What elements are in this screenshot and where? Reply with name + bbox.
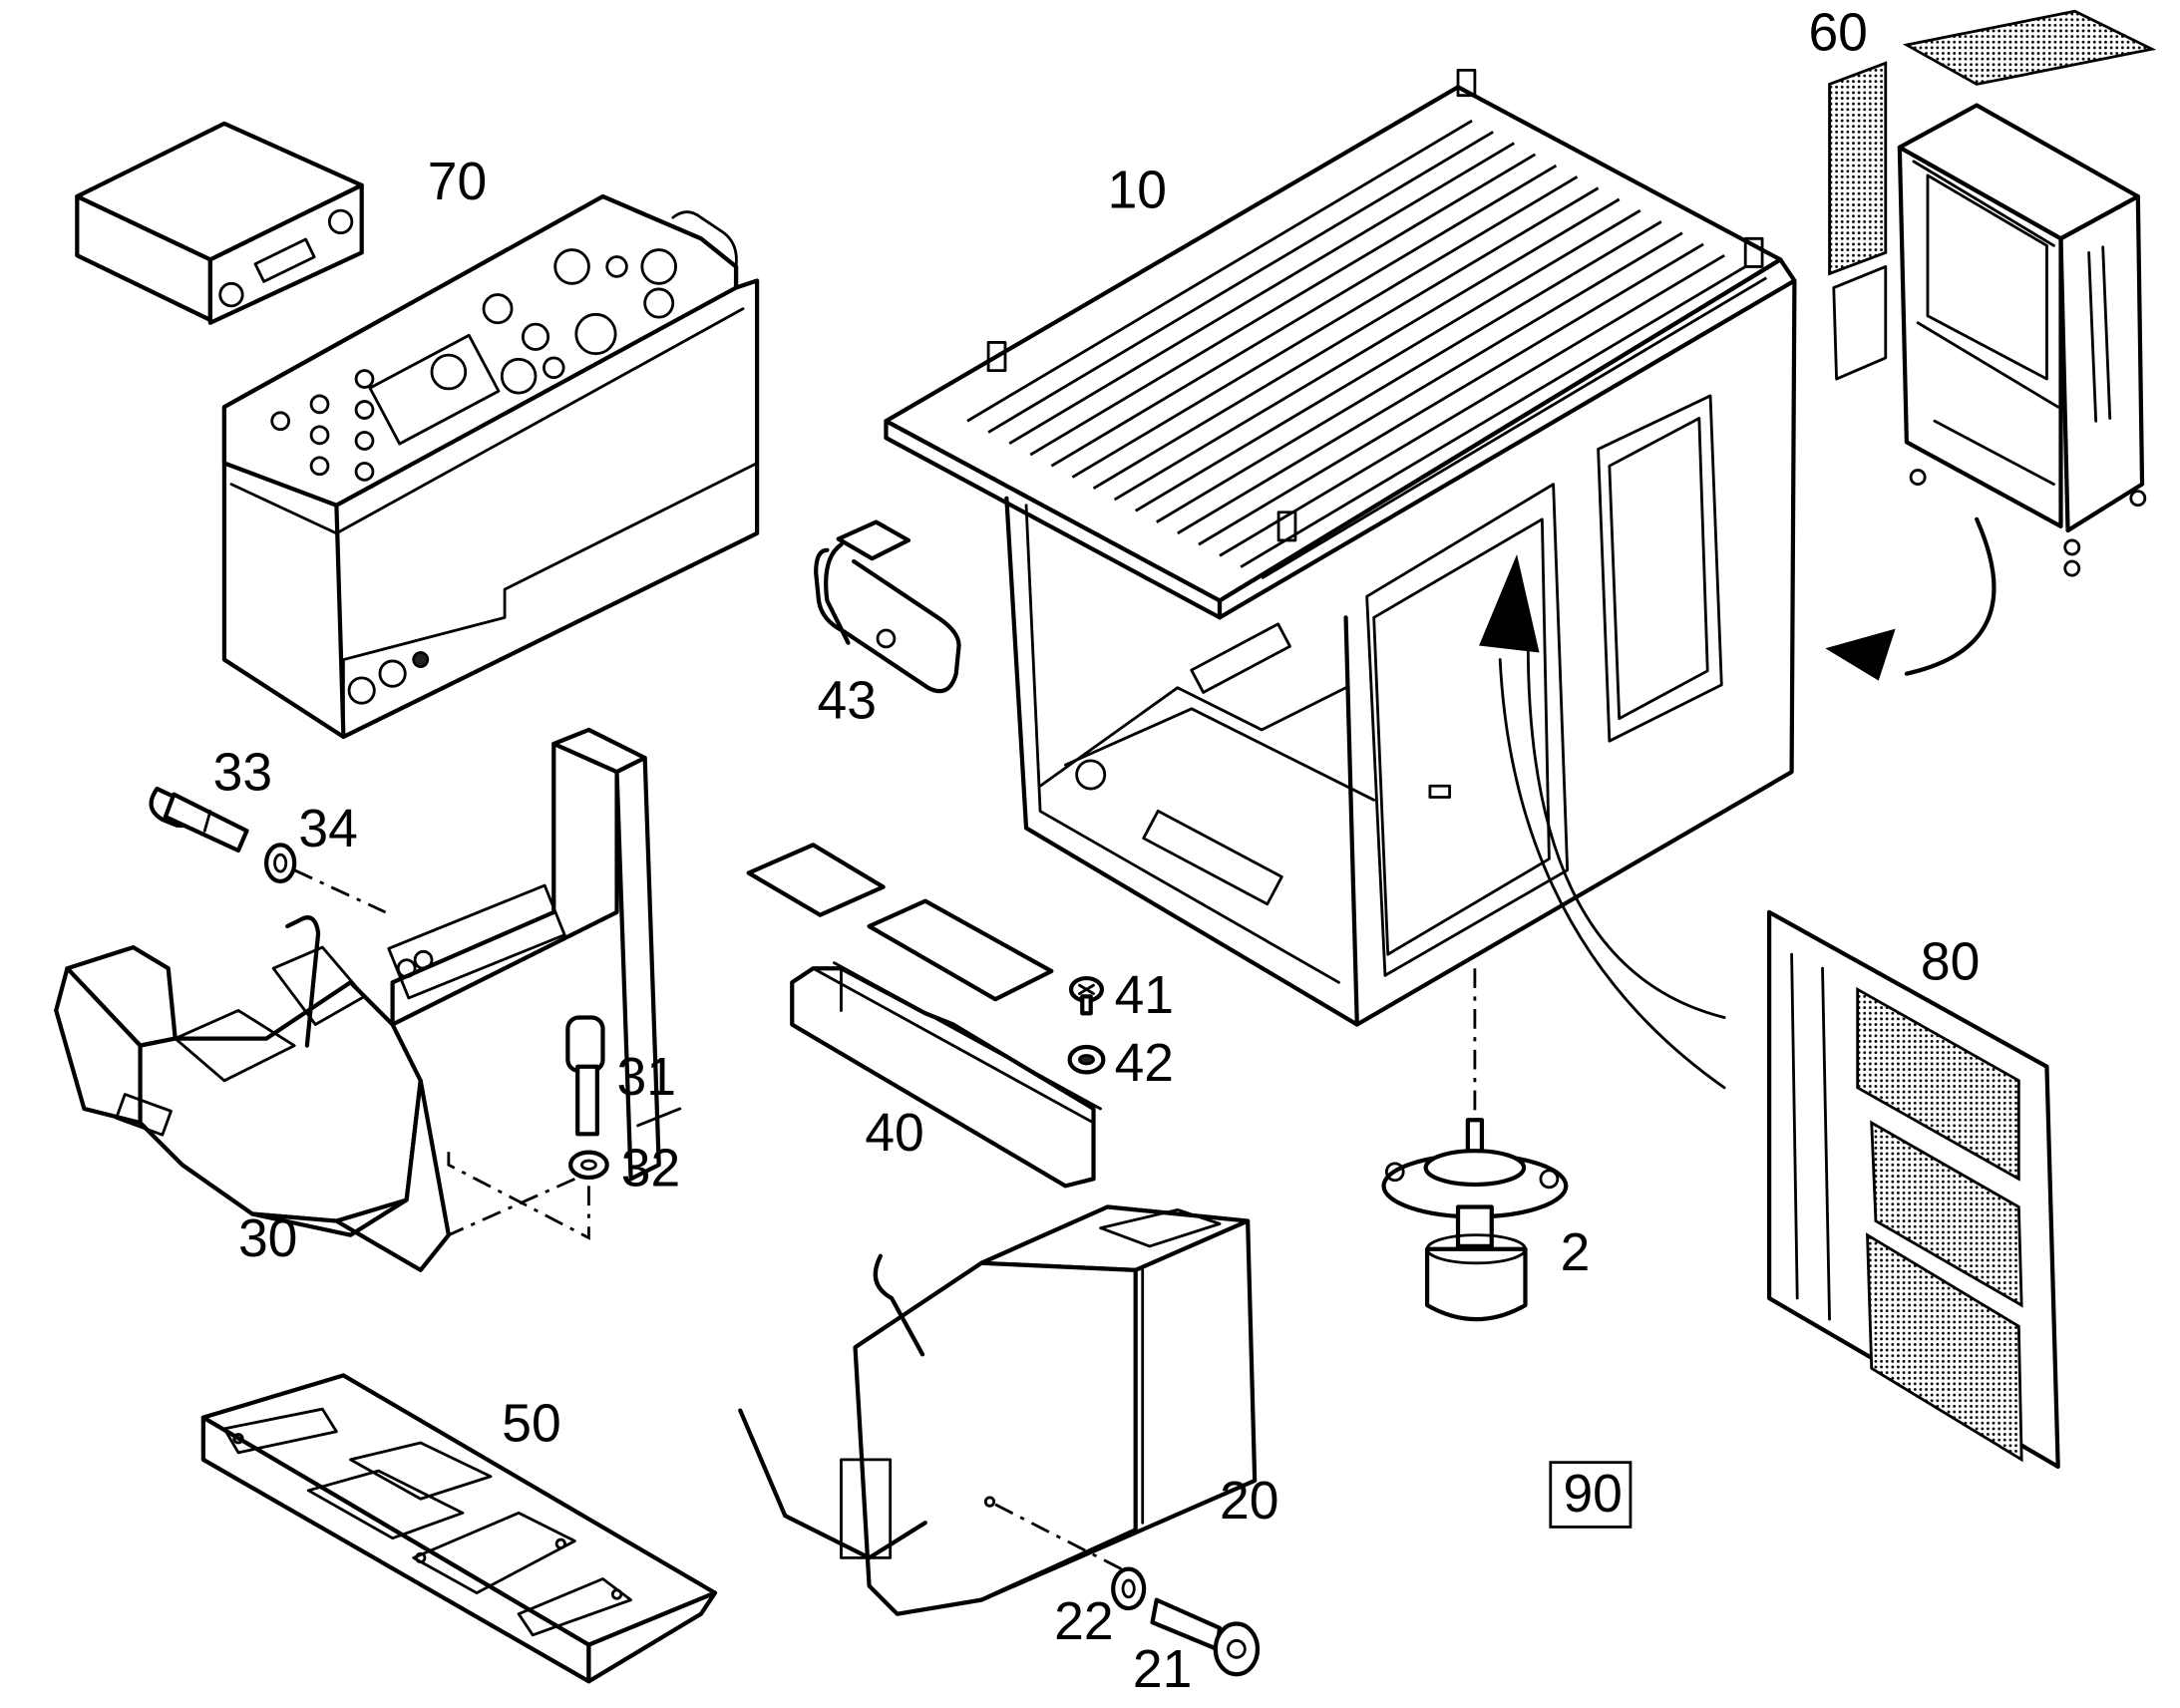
callout-31: 31 <box>617 1048 676 1107</box>
washer-22 <box>1111 1566 1147 1611</box>
bolt-33 <box>149 786 249 854</box>
callout-40: 40 <box>865 1104 923 1163</box>
callout-42: 42 <box>1115 1034 1174 1093</box>
left-control-console <box>54 727 661 1272</box>
floor-channel <box>746 843 1102 1189</box>
electrical-cabinet <box>1825 9 2157 681</box>
bolt-31 <box>565 1015 605 1137</box>
callout-33: 33 <box>213 743 272 802</box>
callout-30: 30 <box>238 1209 297 1268</box>
right-control-console <box>738 1204 1258 1616</box>
radio-unit <box>75 121 364 325</box>
callout-90: 90 <box>1563 1465 1622 1524</box>
callout-43: 43 <box>818 672 877 731</box>
callout-21: 21 <box>1133 1640 1192 1699</box>
bolt-21 <box>1150 1597 1261 1677</box>
callout-41: 41 <box>1115 966 1174 1025</box>
washer-32 <box>568 1150 609 1181</box>
callout-34: 34 <box>298 800 357 858</box>
callout-70: 70 <box>428 153 487 211</box>
circuit-board-panel <box>1766 909 2060 1470</box>
callout-20: 20 <box>1220 1472 1278 1531</box>
washer-42 <box>1067 1044 1106 1075</box>
callout-22: 22 <box>1054 1592 1113 1651</box>
callout-10: 10 <box>1108 161 1167 219</box>
screw-41 <box>1068 975 1105 1016</box>
cab-mount <box>1381 1118 1569 1322</box>
rear-view-mirror <box>814 519 961 694</box>
instrument-console <box>221 193 760 740</box>
callout-2: 2 <box>1561 1223 1591 1282</box>
callout-80: 80 <box>1921 932 1980 991</box>
callout-box-90 <box>1549 1461 1633 1529</box>
cab-body <box>884 68 1797 1027</box>
callout-60: 60 <box>1808 4 1867 63</box>
callout-50: 50 <box>502 1395 560 1454</box>
pedal-plate <box>200 1373 718 1684</box>
callout-32: 32 <box>621 1139 680 1197</box>
washer-34 <box>263 843 297 884</box>
